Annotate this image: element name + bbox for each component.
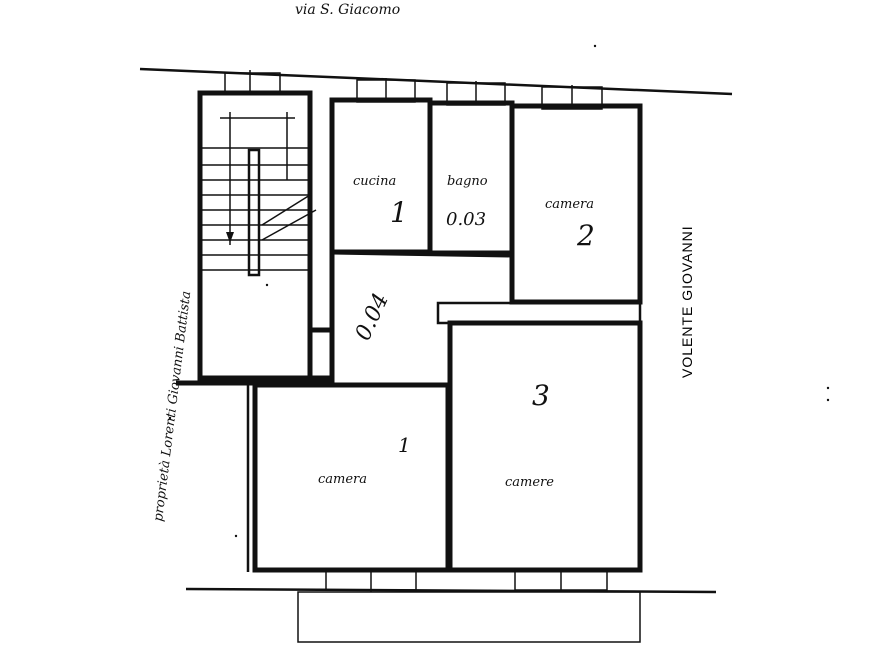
stray-marks: [168, 44, 830, 538]
stairwell: [197, 90, 317, 381]
neighbor-left-label: proprietà Lorenti Giovanni Battista: [151, 290, 194, 522]
camera3-label: camere: [505, 475, 554, 490]
camera3-room: [447, 320, 643, 573]
cucina-number: 1: [390, 196, 408, 229]
corridoio-number: 0.04: [351, 290, 394, 345]
arrow-down-icon: [226, 232, 234, 243]
camera1-number: 1: [398, 433, 411, 457]
bottom-windows: [325, 568, 608, 592]
camera3-number: 3: [532, 379, 550, 412]
neighbor-right-label: VOLENTE GIOVANNI: [679, 225, 695, 378]
camera1-label: camera: [318, 472, 367, 487]
street-label: via S. Giacomo: [295, 2, 400, 18]
balcony: [297, 591, 641, 643]
camera2-label: camera: [545, 197, 594, 212]
bagno-label: bagno: [447, 174, 488, 189]
camera2-number: 2: [576, 219, 595, 252]
bagno-number: 0.03: [446, 209, 486, 230]
cucina-label: cucina: [353, 174, 396, 189]
